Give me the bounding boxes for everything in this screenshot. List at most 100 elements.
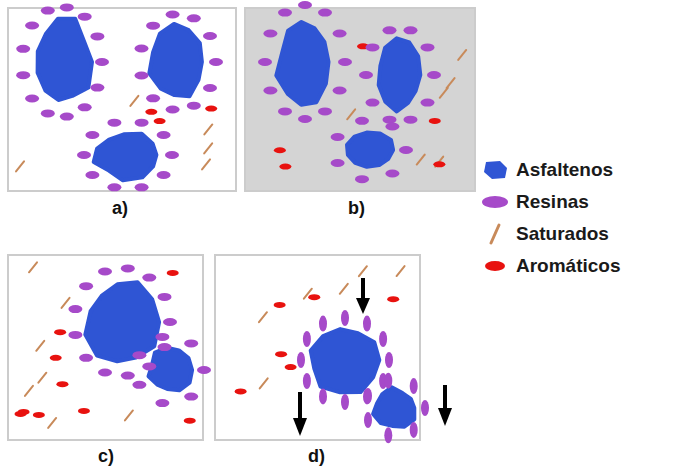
resin-dot bbox=[121, 372, 135, 380]
resin-dot bbox=[121, 264, 135, 272]
resin-dot bbox=[158, 343, 172, 351]
resin-dot bbox=[331, 133, 345, 141]
aromatic-dot bbox=[279, 164, 291, 170]
resin-dot bbox=[383, 26, 397, 34]
saturate-stroke bbox=[202, 159, 210, 169]
resin-dot bbox=[78, 13, 92, 21]
legend-row: Aromáticos bbox=[480, 254, 621, 278]
resin-dot bbox=[258, 58, 272, 66]
legend-text: Asfaltenos bbox=[516, 159, 613, 181]
resin-dot bbox=[142, 274, 156, 282]
saturate-stroke bbox=[417, 155, 425, 165]
resin-dot bbox=[155, 399, 169, 407]
resin-dot bbox=[60, 113, 74, 121]
resin-dot bbox=[363, 316, 371, 332]
resin-dot bbox=[41, 7, 55, 15]
aromatic-dot bbox=[184, 418, 196, 424]
resin-dot bbox=[263, 87, 277, 95]
resin-dot bbox=[98, 268, 112, 276]
saturate-stroke bbox=[48, 418, 56, 428]
resin-dot bbox=[278, 107, 292, 115]
asphaltene-blob bbox=[149, 348, 193, 391]
legend-swatch bbox=[480, 190, 510, 214]
resin-dot bbox=[135, 72, 149, 80]
legend-swatch bbox=[480, 254, 510, 278]
asphaltene-blob bbox=[94, 134, 157, 181]
resin-dot bbox=[297, 352, 305, 368]
resin-dot bbox=[383, 116, 397, 124]
saturate-stroke bbox=[25, 386, 33, 396]
legend-swatch bbox=[480, 158, 510, 182]
resin-dot bbox=[90, 32, 104, 40]
resin-dot bbox=[79, 282, 93, 290]
panel-label: c) bbox=[98, 446, 114, 467]
resin-dot bbox=[333, 30, 347, 38]
resin-dot bbox=[135, 45, 149, 53]
resin-dot bbox=[25, 95, 39, 103]
resin-dot bbox=[203, 32, 217, 40]
resin-dot bbox=[166, 11, 180, 19]
resin-dot bbox=[95, 58, 109, 66]
saturate-stroke bbox=[125, 410, 133, 420]
saturate-stroke bbox=[204, 124, 212, 134]
resin-dot bbox=[197, 366, 211, 374]
resin-dot bbox=[184, 393, 198, 401]
resin-dot bbox=[209, 58, 223, 66]
resin-dot bbox=[16, 45, 30, 53]
resin-dot bbox=[404, 116, 418, 124]
saturate-stroke bbox=[304, 289, 312, 299]
resin-dot bbox=[399, 146, 413, 154]
resin-dot bbox=[16, 71, 30, 79]
panel-b bbox=[245, 8, 475, 191]
resin-dot bbox=[303, 373, 311, 389]
asphaltene-blob bbox=[373, 387, 414, 427]
resin-dot bbox=[166, 106, 180, 114]
resin-dot bbox=[85, 171, 99, 179]
legend-text: Saturados bbox=[516, 223, 609, 245]
resin-dot bbox=[77, 151, 91, 159]
resin-dot bbox=[355, 117, 369, 125]
aromatic-dot bbox=[56, 381, 68, 387]
saturate-stroke bbox=[16, 161, 24, 171]
resin-dot bbox=[98, 369, 112, 377]
resin-dot bbox=[263, 30, 277, 38]
resin-dot bbox=[421, 99, 435, 107]
resin-dot bbox=[132, 351, 146, 359]
resin-dot bbox=[364, 412, 372, 428]
saturate-stroke bbox=[130, 96, 138, 106]
resin-dot bbox=[338, 58, 352, 66]
resin-dot bbox=[187, 102, 201, 110]
saturate-stroke bbox=[447, 78, 455, 88]
resin-dot bbox=[157, 131, 171, 139]
panel-label: d) bbox=[308, 446, 325, 467]
panel-label: a) bbox=[112, 198, 128, 219]
resin-dot bbox=[363, 388, 371, 404]
saturate-stroke bbox=[36, 341, 44, 351]
resin-dot bbox=[135, 183, 149, 191]
legend-row: Resinas bbox=[480, 190, 589, 214]
asphaltene-blob bbox=[311, 329, 380, 392]
resin-dot bbox=[85, 131, 99, 139]
resin-dot bbox=[384, 427, 392, 443]
aromatic-dot bbox=[433, 161, 445, 167]
panel-d bbox=[215, 255, 420, 440]
aromatic-dot bbox=[275, 351, 287, 357]
legend-text: Aromáticos bbox=[516, 255, 621, 277]
resin-dot bbox=[319, 316, 327, 332]
resin-dot bbox=[25, 22, 39, 30]
resin-dot bbox=[341, 394, 349, 410]
resin-dot bbox=[146, 22, 160, 30]
resin-dot bbox=[135, 119, 149, 127]
aromatic-dot bbox=[33, 412, 45, 418]
aromatic-dot bbox=[18, 409, 30, 415]
resin-dot bbox=[68, 305, 82, 313]
resin-dot bbox=[421, 43, 435, 51]
resin-dot bbox=[385, 170, 399, 178]
resin-dot bbox=[163, 318, 177, 326]
saturate-stroke bbox=[440, 88, 448, 98]
resin-dot bbox=[78, 103, 92, 111]
asphaltene-blob bbox=[379, 38, 421, 111]
resin-dot bbox=[364, 388, 372, 404]
saturate-stroke bbox=[359, 266, 367, 276]
aromatic-dot bbox=[50, 355, 62, 361]
